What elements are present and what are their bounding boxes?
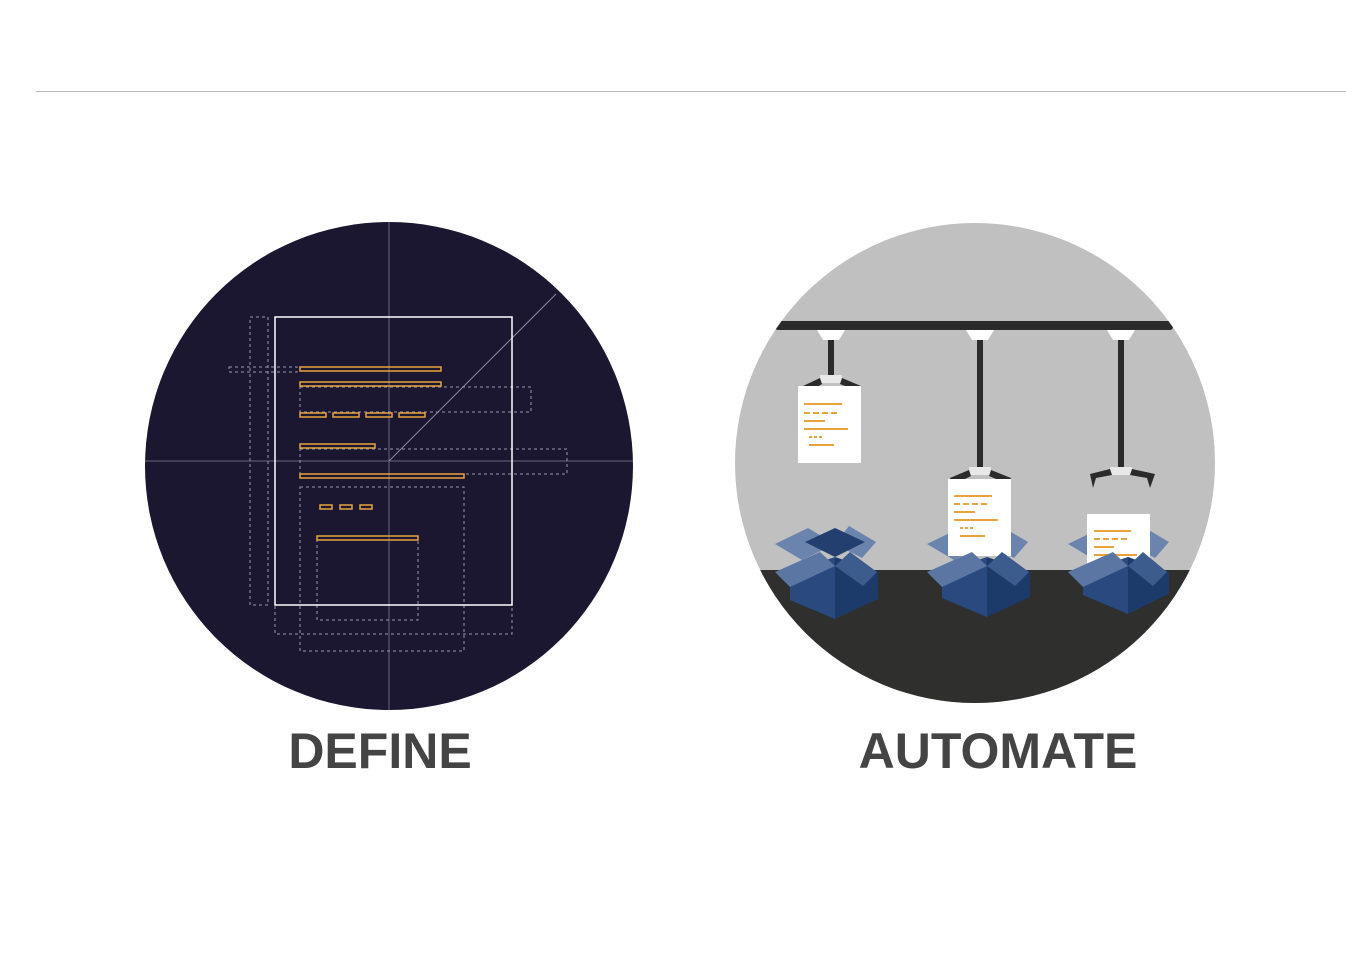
robotic-assembly-line-icon [735, 223, 1215, 703]
automate-panel [735, 222, 1216, 704]
content-bars [299, 366, 465, 541]
define-caption: DEFINE [288, 723, 472, 779]
crosshair-diagonal [388, 293, 557, 462]
define-panel [145, 222, 633, 710]
page-outline [274, 316, 513, 606]
open-box-2 [927, 479, 1030, 617]
overhead-rail [775, 321, 1173, 330]
robot-arm-3 [1090, 330, 1155, 488]
robot-arm-1 [798, 330, 861, 463]
open-box-3 [1068, 514, 1169, 614]
open-box-1 [775, 526, 878, 619]
document-2 [948, 479, 1011, 556]
document-1 [798, 386, 861, 463]
automate-caption: AUTOMATE [858, 723, 1138, 779]
blueprint-document-icon [145, 222, 633, 710]
top-divider [36, 91, 1346, 92]
